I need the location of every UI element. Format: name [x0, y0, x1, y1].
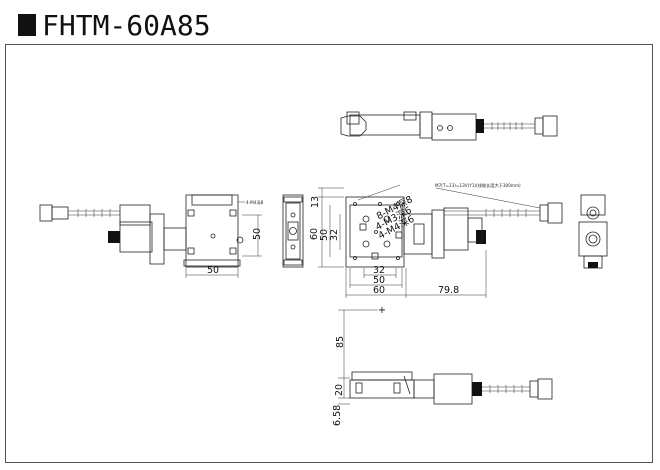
height-85-label: 85	[335, 336, 346, 348]
top-motor-assembly	[340, 111, 558, 141]
center-bottom-60-label: 60	[373, 285, 385, 296]
side-stage-view	[282, 194, 304, 268]
crosshair-marker: +	[378, 305, 386, 316]
center-side-50-label: 50	[319, 229, 330, 241]
left-stage-view: 4-M4深8 50 50	[39, 194, 264, 278]
bottom-stage-view: + 85 20 6.58	[332, 305, 553, 426]
right-end-view	[578, 194, 608, 269]
top-view-hole-note: 4-M4深8	[246, 199, 264, 206]
top-view-width-label: 50	[207, 265, 219, 276]
center-bottom-50-label: 50	[373, 275, 385, 286]
drawing-frame	[5, 44, 653, 463]
center-side-32-label: 32	[329, 229, 340, 241]
center-side-13-label: 13	[310, 196, 321, 208]
center-bottom-79-8-label: 79.8	[438, 285, 459, 296]
title-square-marker	[18, 14, 36, 36]
center-side-60-label: 60	[309, 228, 320, 240]
height-20-label: 20	[334, 384, 345, 396]
motor-note: M7(T=13)=13V(Y1)(线缆长度大于300mm)	[435, 182, 521, 189]
title-text: FHTM-60A85	[42, 8, 211, 42]
height-6-58-label: 6.58	[332, 405, 343, 426]
top-view-height-label: 50	[252, 228, 263, 240]
center-stage-view: M7(T=13)=13V(Y1)(线缆长度大于300mm) 8-M4深8 4-M…	[309, 182, 563, 298]
center-bottom-32-label: 32	[373, 265, 385, 276]
drawing-title: FHTM-60A85	[18, 8, 211, 42]
